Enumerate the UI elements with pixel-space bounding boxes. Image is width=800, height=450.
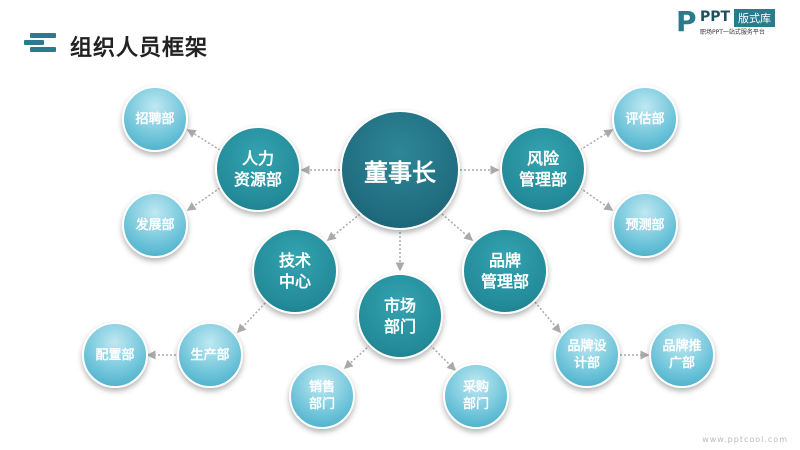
node-label: 董事长	[364, 158, 436, 187]
node-forecast: 预测部	[612, 192, 678, 258]
node-label: 销售 部门	[308, 380, 335, 412]
logo-mark: P	[676, 5, 697, 38]
node-chairman: 董事长	[340, 110, 460, 230]
menu-lines-icon	[24, 33, 56, 53]
node-label: 预测部	[625, 217, 665, 233]
node-label: 采购 部门	[462, 380, 489, 412]
footer-url: www.pptcool.com	[702, 435, 788, 444]
node-label: 品牌推 广部	[662, 339, 702, 371]
node-label: 技术 中心	[278, 251, 311, 291]
node-market: 市场 部门	[357, 273, 443, 359]
node-brand-promo: 品牌推 广部	[649, 322, 715, 388]
node-production: 生产部	[177, 322, 243, 388]
node-label: 市场 部门	[383, 296, 416, 336]
brand-logo: P PPT 版式库 职场PPT一站式服务平台	[676, 8, 796, 38]
node-config: 配置部	[82, 322, 148, 388]
node-develop: 发展部	[122, 192, 188, 258]
node-label: 配置部	[95, 347, 135, 363]
node-label: 招聘部	[135, 111, 175, 127]
node-purchase: 采购 部门	[443, 363, 509, 429]
logo-brand: PPT	[700, 9, 731, 25]
page-title: 组织人员框架	[70, 36, 209, 61]
node-brand: 品牌 管理部	[462, 228, 548, 314]
node-label: 发展部	[135, 217, 175, 233]
node-tech: 技术 中心	[252, 228, 338, 314]
node-risk: 风险 管理部	[500, 126, 586, 212]
node-label: 风险 管理部	[518, 149, 567, 189]
node-hr: 人力 资源部	[215, 126, 301, 212]
node-label: 人力 资源部	[233, 149, 282, 189]
node-label: 评估部	[625, 111, 665, 127]
node-recruit: 招聘部	[122, 86, 188, 152]
node-sales: 销售 部门	[289, 363, 355, 429]
node-label: 品牌设 计部	[567, 339, 607, 371]
node-label: 品牌 管理部	[480, 251, 529, 291]
logo-tagline: 职场PPT一站式服务平台	[700, 29, 765, 36]
node-evaluate: 评估部	[612, 86, 678, 152]
logo-badge: 版式库	[734, 9, 775, 27]
node-brand-design: 品牌设 计部	[554, 322, 620, 388]
node-label: 生产部	[190, 347, 230, 363]
